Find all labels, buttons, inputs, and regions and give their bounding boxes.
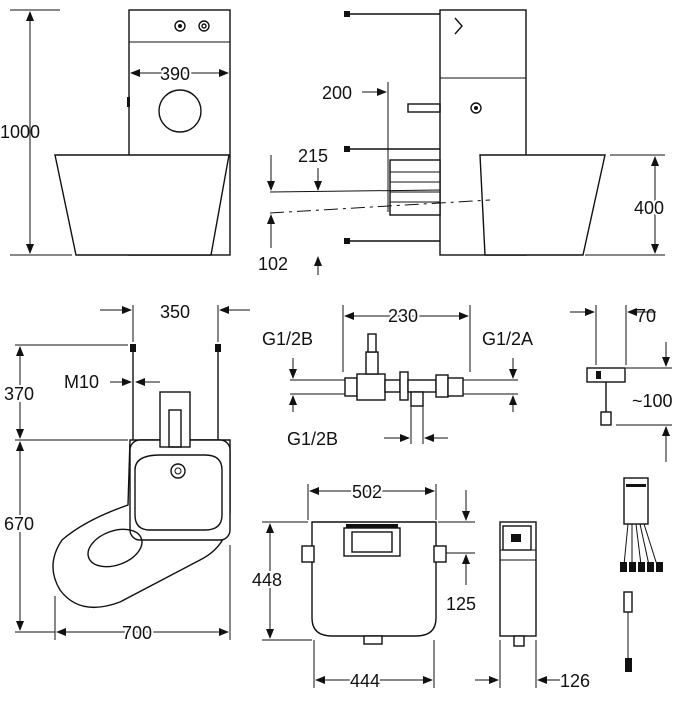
basin-drain-inner-icon: [174, 467, 182, 475]
control-cable-3: [635, 523, 642, 566]
dim-label-126: 126: [560, 671, 590, 691]
valve-nut-right: [447, 377, 464, 397]
flush-box-side-outlet: [513, 635, 525, 647]
dim-label-700: 700: [122, 623, 152, 643]
valve-detail: 230 G1/2B G1/2A G1/2B: [262, 304, 533, 449]
dim-label-350: 350: [160, 302, 190, 322]
dim-label-400: 400: [634, 198, 664, 218]
sensor-detail: 70 ~100: [570, 305, 675, 462]
dim-label-448: 448: [252, 570, 282, 590]
anchor-rod-1-end: [344, 11, 350, 17]
anchor-rod-3-end: [344, 238, 350, 244]
flush-box-outlet: [363, 635, 383, 645]
dim-label-670: 670: [4, 514, 34, 534]
basin-drain-icon: [170, 463, 186, 479]
flush-box-clip-right: [433, 545, 447, 563]
side-tab: [127, 97, 130, 107]
control-cable-5: [643, 523, 658, 566]
dim-label-200: 200: [322, 83, 352, 103]
dim-label-100: ~100: [632, 391, 673, 411]
top-anchor-rod-right-end: [215, 344, 221, 352]
top-water-box: [159, 391, 191, 448]
side-view: 200 215 102 400: [258, 9, 666, 275]
flush-box-outline: [311, 521, 437, 637]
dim-label-444: 444: [350, 671, 380, 691]
control-cable-1: [623, 523, 629, 566]
control-lower-connector: [625, 658, 632, 672]
side-bracket: [407, 103, 441, 113]
control-connector-4: [647, 562, 654, 572]
side-extension-215: [269, 189, 441, 193]
control-connector-2: [629, 562, 636, 572]
side-basin: [479, 154, 606, 256]
valve-nut-left: [344, 377, 358, 397]
control-cable-4: [639, 523, 650, 566]
control-button-left-icon: [174, 20, 186, 32]
top-water-box-slot: [168, 409, 182, 448]
control-button-right-inner-icon: [201, 23, 207, 29]
valve-coil-cap: [367, 333, 377, 353]
valve-check: [435, 374, 449, 398]
front-basin: [54, 154, 230, 256]
dim-label-g12a: G1/2A: [482, 329, 533, 349]
control-connector-1: [620, 562, 627, 572]
control-connector-5: [656, 562, 663, 572]
control-button-right-icon: [198, 20, 210, 32]
dim-label-215: 215: [298, 146, 328, 166]
top-basin-inner: [134, 454, 223, 531]
connector-body: [389, 159, 441, 216]
flush-box-plate-inner: [351, 531, 393, 553]
valve-pipe-1: [384, 379, 401, 393]
flush-box-clip-left: [301, 545, 315, 563]
sensor-body: [586, 367, 626, 383]
top-view: 350 370 670 M10 700: [2, 302, 250, 645]
side-pipe-connector: [389, 159, 441, 216]
dim-label-g12b-bottom: G1/2B: [287, 429, 338, 449]
valve-solenoid: [365, 351, 379, 375]
control-button-left-dot-icon: [178, 24, 182, 28]
sensor-window: [596, 371, 601, 379]
side-centerline: [269, 199, 491, 214]
dim-label-1000: 1000: [0, 122, 40, 142]
toilet-bowl-icon: [87, 528, 143, 568]
sensor-plug: [600, 411, 612, 426]
dim-label-125: 125: [446, 594, 476, 614]
control-module: [620, 477, 663, 672]
side-button-dot-icon: [474, 106, 478, 110]
side-top-fitting-icon: [454, 17, 463, 35]
dim-label-102: 102: [258, 254, 288, 274]
flush-button-icon: [158, 89, 202, 133]
control-lower-plug: [623, 591, 633, 613]
flush-box-side: 126: [475, 521, 590, 691]
dim-label-70: 70: [636, 306, 656, 326]
control-connector-3: [638, 562, 645, 572]
flush-box-top-bar: [346, 524, 398, 528]
front-view: 1000 390: [0, 9, 231, 256]
valve-drain-nut: [410, 391, 424, 407]
dim-label-m10: M10: [64, 372, 99, 392]
dim-label-390: 390: [160, 64, 190, 84]
dim-label-370: 370: [4, 384, 34, 404]
dim-label-g12b-left: G1/2B: [262, 329, 313, 349]
flush-box-front: 502 448 125 444: [250, 480, 476, 693]
side-button-icon: [470, 102, 482, 114]
control-module-band: [626, 484, 646, 487]
dim-label-230: 230: [388, 306, 418, 326]
flush-box-side-cap: [511, 534, 521, 542]
top-anchor-rod-left-end: [130, 344, 136, 352]
valve-pipe-2: [407, 379, 437, 393]
valve-flange: [399, 371, 409, 401]
dim-label-502: 502: [352, 482, 382, 502]
valve-body: [356, 373, 386, 401]
anchor-rod-2-end: [344, 146, 350, 152]
